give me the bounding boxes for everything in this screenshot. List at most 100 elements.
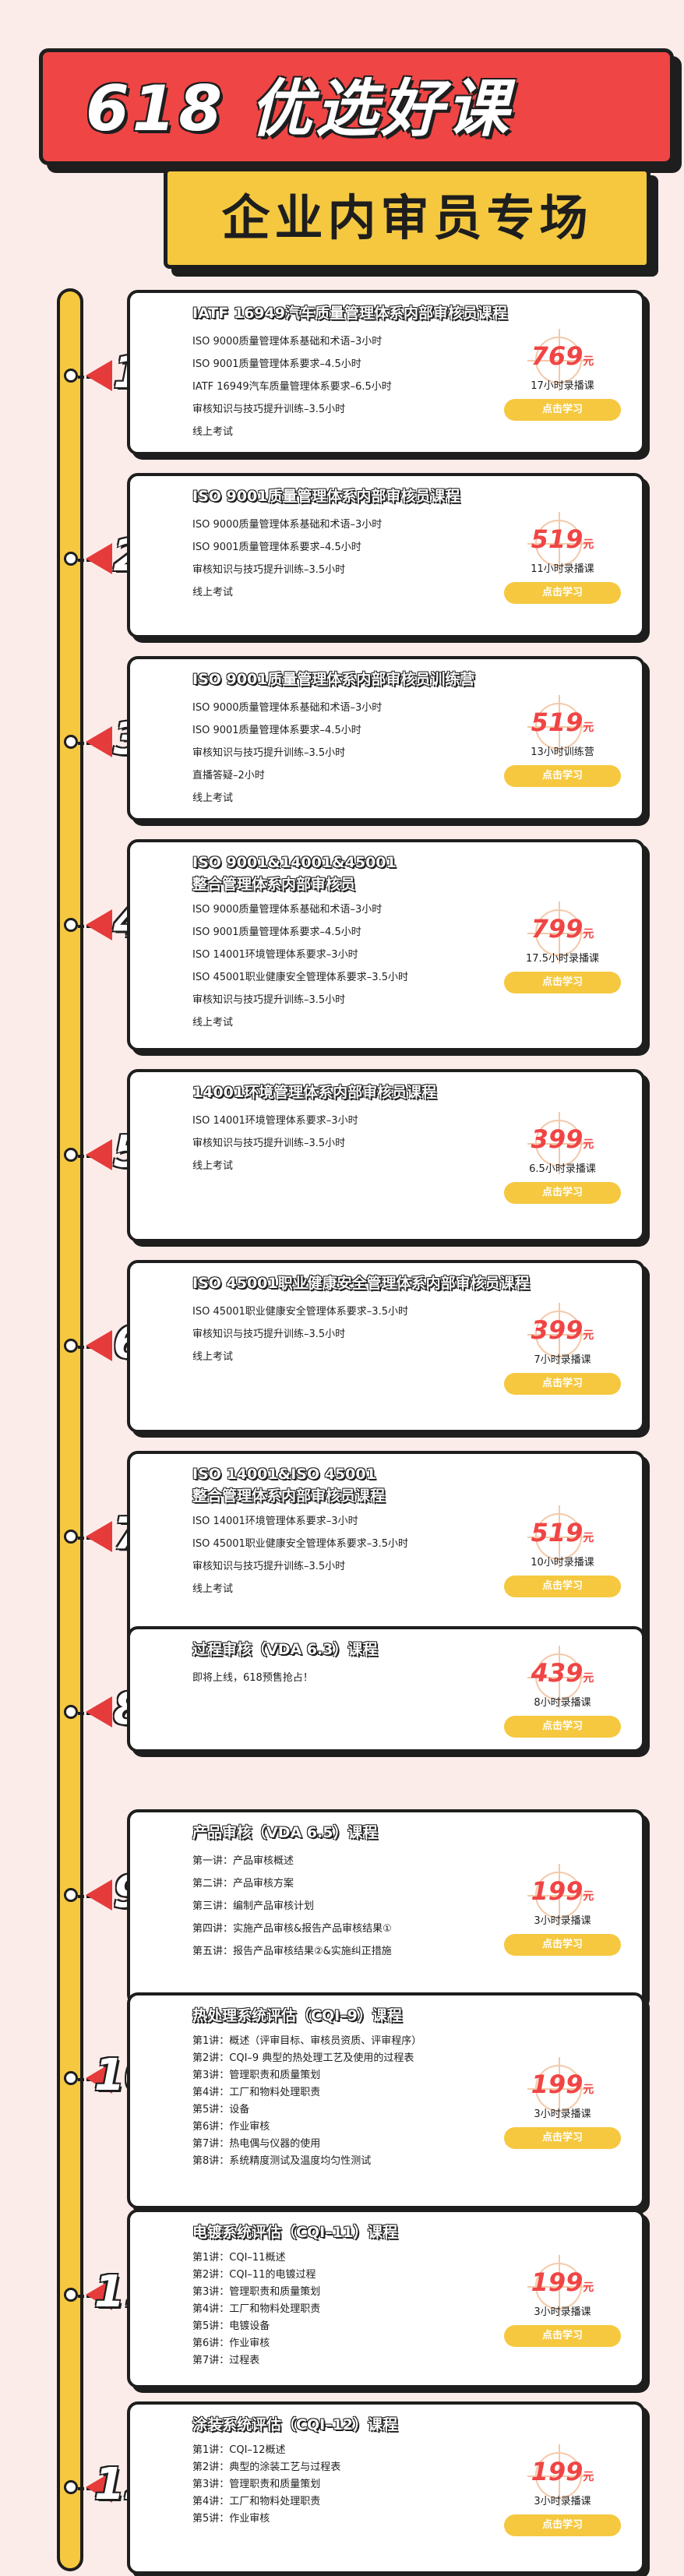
price-panel: 519元 11小时录播课点击学习: [504, 512, 621, 605]
learn-button[interactable]: 点击学习: [504, 1716, 621, 1738]
outline-item: 审核知识与技巧提升训练–3.5小时: [192, 1561, 346, 1572]
outline-item: ISO 45001职业健康安全管理体系要求–3.5小时: [192, 1306, 408, 1318]
price-unit: 元: [583, 722, 594, 734]
outline-item: 线上考试: [192, 1017, 234, 1029]
outline-item: ISO 9000质量管理体系基础和术语–3小时: [192, 702, 383, 714]
outline-item: 第6讲：作业审核: [192, 2121, 270, 2133]
timeline-dot: [64, 552, 78, 566]
learn-button[interactable]: 点击学习: [504, 765, 621, 787]
course-price: 199元: [504, 2457, 621, 2486]
outline-item: ISO 45001职业健康安全管理体系要求–3.5小时: [192, 972, 408, 983]
price-panel: 399元 7小时录播课点击学习: [504, 1303, 621, 1396]
outline-item: 审核知识与技巧提升训练–3.5小时: [192, 994, 346, 1006]
outline-item: 审核知识与技巧提升训练–3.5小时: [192, 1329, 346, 1340]
price-unit: 元: [583, 2281, 594, 2294]
outline-item: 第2讲：CQI–11的电镀过程: [192, 2269, 316, 2281]
price-unit: 元: [583, 1890, 594, 1903]
outline-item: 第3讲：管理职责和质量策划: [192, 2286, 321, 2298]
target-crosshair-v: [559, 695, 560, 757]
course-price: 519元: [504, 1518, 621, 1547]
pointer-arrow: [86, 2063, 112, 2094]
outline-item: 第5讲：设备: [192, 2104, 250, 2115]
page-title: 618 优选好课: [86, 72, 512, 145]
course-outline: 第1讲：CQI–11概述第2讲：CQI–11的电镀过程第3讲：管理职责和质量策划…: [192, 2250, 496, 2370]
outline-item: 审核知识与技巧提升训练–3.5小时: [192, 564, 346, 576]
outline-item: 第二讲：产品审核方案: [192, 1878, 294, 1890]
outline-item: ISO 9000质量管理体系基础和术语–3小时: [192, 336, 383, 348]
price-unit: 元: [583, 2084, 594, 2096]
outline-item: 第五讲：报告产品审核结果②&实施纠正措施: [192, 1946, 392, 1957]
price-panel: 799元 17.5小时录播课点击学习: [504, 902, 621, 995]
target-crosshair-v: [559, 1864, 560, 1926]
learn-button[interactable]: 点击学习: [504, 1373, 621, 1395]
learn-button[interactable]: 点击学习: [504, 399, 621, 421]
page-subtitle: 企业内审员专场: [221, 189, 593, 246]
course-duration: 6.5小时录播课: [529, 1163, 596, 1175]
learn-button[interactable]: 点击学习: [504, 2325, 621, 2347]
course-card: 产品审核（VDA 6.5）课程第一讲：产品审核概述第二讲：产品审核方案第三讲：编…: [127, 1809, 645, 2006]
price-value: 399: [531, 1315, 584, 1345]
price-value: 519: [531, 524, 584, 554]
outline-item: 第5讲：电镀设备: [192, 2320, 270, 2332]
price-unit: 元: [583, 2471, 594, 2483]
outline-item: 第4讲：工厂和物料处理职责: [192, 2303, 321, 2315]
learn-button[interactable]: 点击学习: [504, 582, 621, 604]
price-unit: 元: [583, 1672, 594, 1685]
timeline-dot: [64, 918, 78, 932]
timeline-dot: [64, 2288, 78, 2302]
course-title: ISO 14001&ISO 45001 整合管理体系内部审核员课程: [192, 1466, 386, 1505]
timeline-dot: [64, 1888, 78, 1902]
course-outline: ISO 45001职业健康安全管理体系要求–3.5小时审核知识与技巧提升训练–3…: [192, 1300, 496, 1368]
course-duration: 7小时录播课: [534, 1354, 591, 1366]
learn-button[interactable]: 点击学习: [504, 1182, 621, 1204]
target-crosshair-v: [559, 2255, 560, 2317]
course-title: ISO 9001&14001&45001 整合管理体系内部审核员: [192, 854, 397, 893]
course-title: 14001环境管理体系内部审核员课程: [192, 1084, 437, 1101]
outline-item: 第6讲：作业审核: [192, 2338, 270, 2349]
timeline-dot: [64, 1339, 78, 1353]
learn-button[interactable]: 点击学习: [504, 1576, 621, 1597]
learn-button[interactable]: 点击学习: [504, 2127, 621, 2149]
course-duration: 13小时训练营: [531, 746, 594, 758]
timeline-dot: [64, 735, 78, 749]
course-duration: 11小时录播课: [531, 563, 594, 575]
timeline-dot: [64, 2480, 78, 2494]
price-value: 519: [531, 708, 584, 737]
pointer-arrow: [86, 543, 112, 574]
course-card: 涂装系统评估（CQI–12）课程第1讲：CQI–12概述第2讲：典型的涂装工艺与…: [127, 2401, 645, 2574]
course-title: 热处理系统评估（CQI–9）课程: [192, 2007, 402, 2024]
course-price: 769元: [504, 341, 621, 371]
course-card: 电镀系统评估（CQI–11）课程第1讲：CQI–11概述第2讲：CQI–11的电…: [127, 2209, 645, 2388]
course-title: 产品审核（VDA 6.5）课程: [192, 1824, 378, 1841]
course-price: 199元: [504, 2267, 621, 2297]
course-duration: 17.5小时录播课: [526, 953, 599, 965]
course-price: 399元: [504, 1315, 621, 1345]
outline-item: 审核知识与技巧提升训练–3.5小时: [192, 404, 346, 415]
outline-item: 第5讲：作业审核: [192, 2513, 270, 2525]
course-outline: 第一讲：产品审核概述第二讲：产品审核方案第三讲：编制产品审核计划第四讲：实施产品…: [192, 1850, 496, 1963]
timeline-dot: [64, 1530, 78, 1544]
outline-item: 第4讲：工厂和物料处理职责: [192, 2496, 321, 2507]
course-price: 439元: [504, 1658, 621, 1688]
learn-button[interactable]: 点击学习: [504, 2514, 621, 2536]
target-crosshair-v: [559, 1646, 560, 1708]
pointer-arrow: [86, 1879, 112, 1911]
outline-item: 第8讲：系统精度测试及温度均匀性测试: [192, 2155, 372, 2167]
learn-button[interactable]: 点击学习: [504, 972, 621, 993]
target-crosshair-v: [559, 329, 560, 391]
learn-button[interactable]: 点击学习: [504, 1934, 621, 1956]
course-price: 519元: [504, 524, 621, 554]
timeline-dot: [64, 2071, 78, 2085]
course-price: 799元: [504, 914, 621, 944]
course-duration: 3小时录播课: [534, 1915, 591, 1927]
course-title: IATF 16949汽车质量管理体系内部审核员课程: [192, 305, 507, 322]
outline-item: ISO 9001质量管理体系要求–4.5小时: [192, 358, 361, 370]
pointer-arrow: [86, 1521, 112, 1552]
course-title: ISO 9001质量管理体系内部审核员课程: [192, 488, 460, 505]
